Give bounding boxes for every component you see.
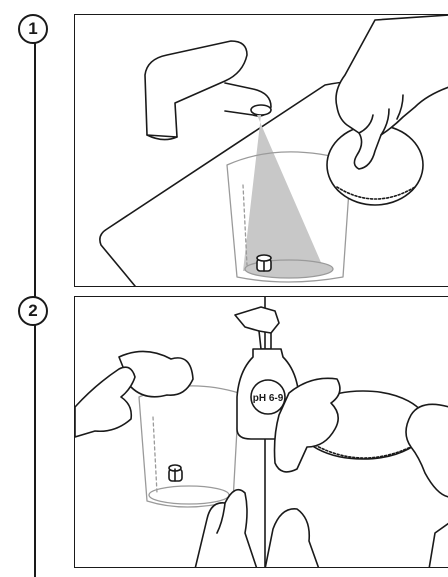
- carafe-filter-plug: [257, 255, 271, 271]
- faucet-illustration: [145, 41, 271, 140]
- step-1-illustration: [74, 14, 448, 287]
- water-spray: [243, 115, 323, 271]
- bottle-label: pH 6-9: [253, 393, 284, 404]
- cloth-hand-left: [75, 351, 193, 437]
- step-2-number: 2: [28, 301, 37, 321]
- step-2-illustration: pH 6-9: [74, 296, 448, 568]
- step-1-badge: 1: [18, 14, 48, 44]
- carafe-illustration-step-2: [139, 386, 239, 507]
- step-2-badge: 2: [18, 296, 48, 326]
- step-1-number: 1: [28, 19, 37, 39]
- gloved-hand-bottom: [195, 490, 257, 568]
- carafe-filter-plug-step-2: [169, 465, 182, 481]
